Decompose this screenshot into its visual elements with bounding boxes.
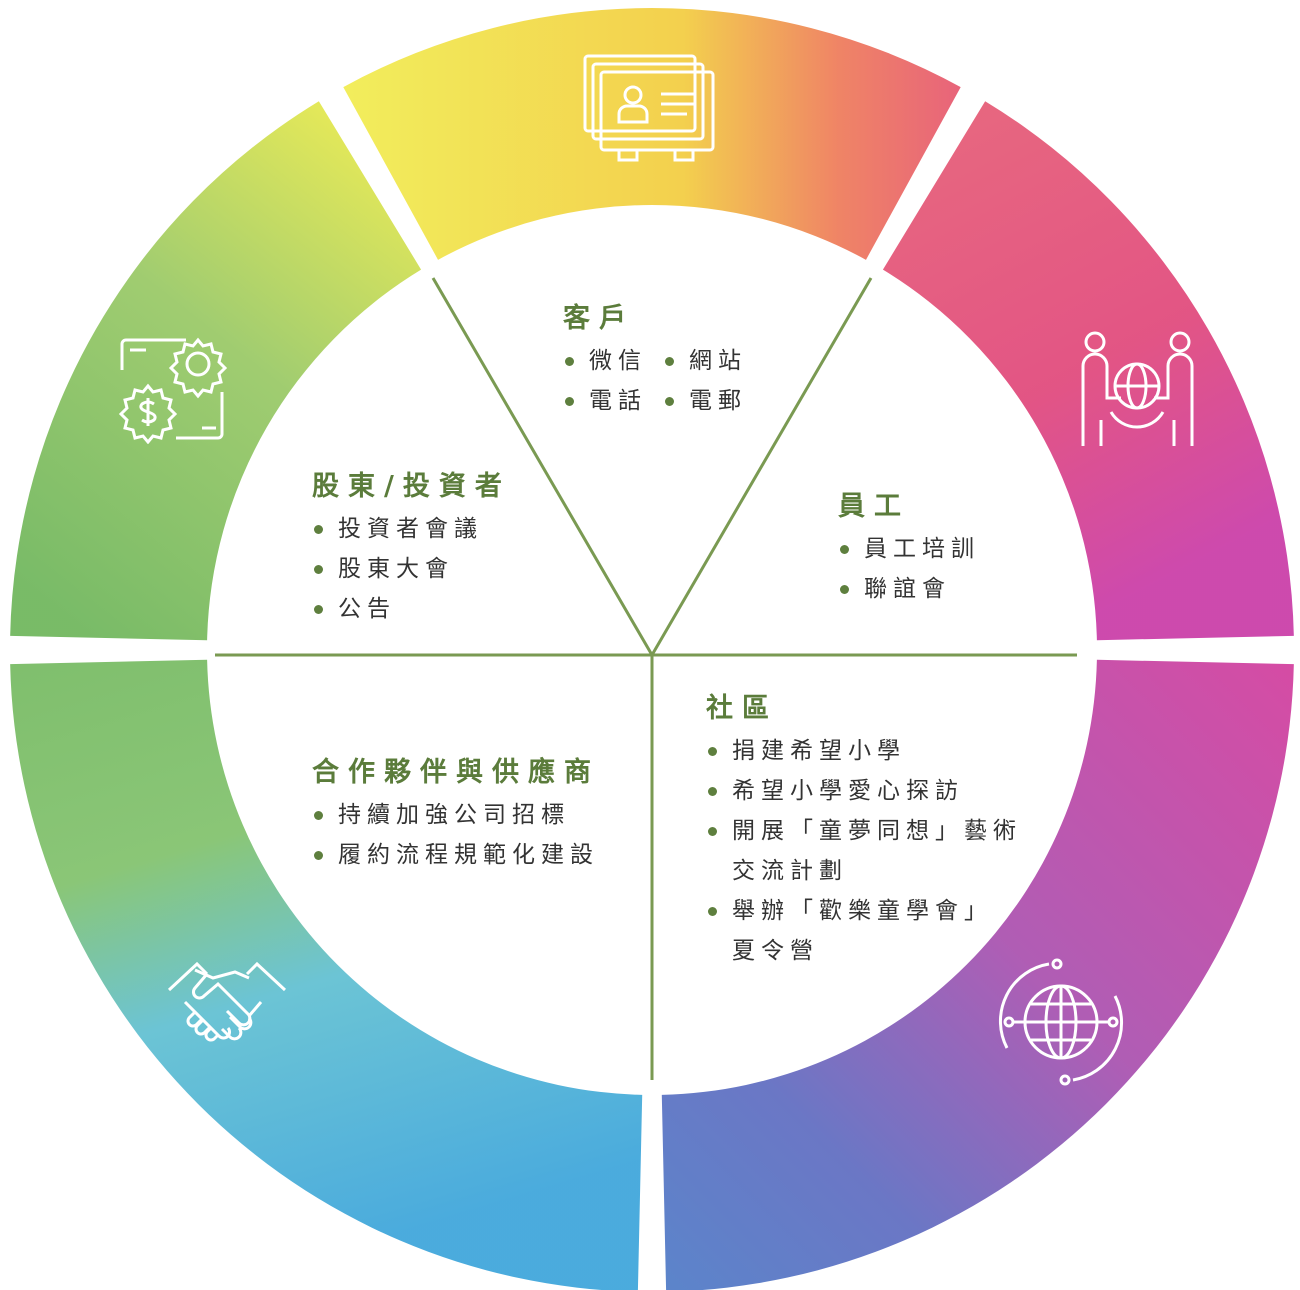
- partners-list: 持續加強公司招標 履約流程規範化建設: [312, 795, 600, 875]
- list-item: 持續加強公司招標: [312, 795, 600, 835]
- shareholders-title: 股東/投資者: [312, 471, 511, 502]
- shareholders-block: 股東/投資者 投資者會議 股東大會 公告: [312, 464, 511, 629]
- ring-segment-employees: [882, 101, 1294, 641]
- business-card-icon: [583, 54, 715, 162]
- list-item: 微信: [563, 341, 647, 381]
- ring-segment-customers: [343, 8, 961, 260]
- list-item-continuation: 夏令營: [732, 938, 819, 964]
- list-item: 電話: [563, 381, 647, 421]
- community-list: 捐建希望小學 希望小學愛心探訪 開展「童夢同想」藝術 交流計劃 舉辦「歡樂童學會…: [706, 731, 1022, 971]
- customers-block: 客戶 微信網站 電話電郵: [563, 296, 773, 421]
- list-item: 捐建希望小學: [706, 731, 1022, 771]
- handshake-icon: [167, 961, 287, 1042]
- employees-title: 員工: [838, 491, 910, 522]
- ring-segment-shareholders: [10, 101, 422, 641]
- partners-title: 合作夥伴與供應商: [312, 757, 600, 788]
- list-item: 舉辦「歡樂童學會」: [706, 891, 1022, 931]
- community-title: 社區: [706, 693, 778, 724]
- list-item: 股東大會: [312, 549, 511, 589]
- list-item: 網站: [663, 341, 747, 381]
- dollar-gear-icon: [118, 337, 228, 444]
- list-item: 履約流程規範化建設: [312, 835, 600, 875]
- list-item-continuation: 交流計劃: [732, 858, 848, 884]
- ring-segment-community: [661, 659, 1294, 1290]
- list-item: 投資者會議: [312, 509, 511, 549]
- list-item: 電郵: [663, 381, 747, 421]
- ring-segment-partners: [10, 659, 643, 1290]
- list-item: 開展「童夢同想」藝術: [706, 811, 1022, 851]
- shareholders-list: 投資者會議 股東大會 公告: [312, 509, 511, 629]
- list-item: 希望小學愛心探訪: [706, 771, 1022, 811]
- employees-block: 員工 員工培訓 聯誼會: [838, 484, 980, 609]
- employees-list: 員工培訓 聯誼會: [838, 529, 980, 609]
- partners-block: 合作夥伴與供應商 持續加強公司招標 履約流程規範化建設: [312, 750, 600, 875]
- list-item: 員工培訓: [838, 529, 980, 569]
- meeting-globe-icon: [1081, 331, 1194, 446]
- list-item: 聯誼會: [838, 569, 980, 609]
- community-block: 社區 捐建希望小學 希望小學愛心探訪 開展「童夢同想」藝術 交流計劃 舉辦「歡樂…: [706, 686, 1022, 971]
- list-item: 公告: [312, 589, 511, 629]
- divider-line-right: [650, 277, 873, 656]
- divider-line-left: [431, 277, 654, 656]
- globe-network-icon: [999, 958, 1123, 1086]
- customers-title: 客戶: [563, 303, 635, 334]
- customers-list: 微信網站 電話電郵: [563, 341, 773, 421]
